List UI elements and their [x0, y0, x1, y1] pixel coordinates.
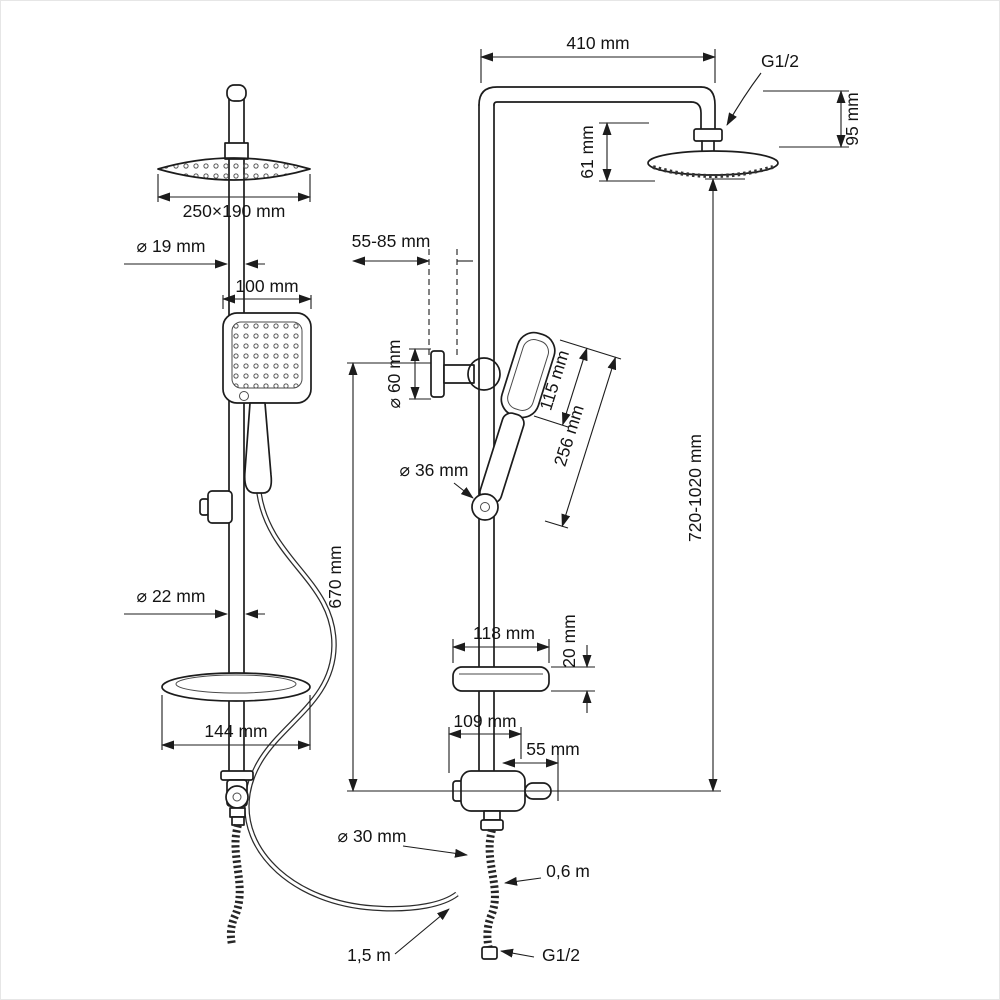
label-thread-bottom: G1/2: [542, 945, 580, 965]
label-riser-lower-diameter: ⌀ 22 mm: [137, 586, 206, 606]
dim-head-drop: 61 mm: [577, 122, 655, 182]
label-thread-top-group: G1/2: [726, 51, 799, 126]
slider-holder-front: [199, 490, 233, 524]
shelf-side: [452, 666, 550, 692]
label-mixer-depth: 109 mm: [453, 711, 516, 731]
dim-arm-length: 410 mm: [480, 33, 716, 83]
front-view: 250×190 mm ⌀ 19 mm 100 mm ⌀ 22 mm 144 mm: [124, 84, 459, 946]
dim-shelf-width: 144 mm: [161, 695, 311, 750]
dim-shelf-depth: 118 mm: [452, 623, 550, 663]
label-wall-offset: 55-85 mm: [352, 231, 431, 251]
shelf-front: [161, 672, 311, 702]
dim-holder-diameter: ⌀ 36 mm: [400, 460, 474, 499]
label-overhead-size: 250×190 mm: [183, 201, 286, 221]
dim-head-height: 95 mm: [763, 90, 862, 148]
dim-shelf-thickness: 20 mm: [551, 614, 595, 713]
dim-overhead-size: 250×190 mm: [157, 174, 311, 221]
hand-shower-front: [222, 312, 312, 494]
label-head-height: 95 mm: [842, 92, 862, 145]
hand-shower-hose-side: [481, 828, 499, 960]
dim-mixer-diameter: ⌀ 30 mm: [338, 826, 468, 858]
label-riser-diameter: ⌀ 19 mm: [137, 236, 206, 256]
hand-shower-holder-pivot: [471, 493, 499, 521]
label-shelf-thickness: 20 mm: [559, 614, 579, 667]
mixer-hose-front: [226, 823, 244, 946]
label-head-drop: 61 mm: [577, 125, 597, 178]
riser-pipe-front: [226, 84, 247, 772]
overhead-shower-side: [647, 128, 779, 178]
dim-bracket-diameter: ⌀ 60 mm: [384, 340, 431, 409]
dim-lower-height: 670 mm: [325, 362, 431, 792]
dim-handshower-width: 100 mm: [222, 276, 312, 309]
dim-column-height: 720-1020 mm: [347, 178, 745, 792]
hose-loop-1-5m: [244, 492, 459, 912]
dim-riser-lower-diameter: ⌀ 22 mm: [124, 586, 265, 619]
dim-mixer-offset: 55 mm: [502, 739, 580, 801]
mixer-side: [452, 770, 552, 831]
dim-wall-offset: 55-85 mm: [352, 231, 473, 356]
label-hose-short-group: 0,6 m: [504, 861, 590, 886]
label-handshower-width: 100 mm: [235, 276, 298, 296]
label-thread-bottom-group: G1/2: [500, 945, 580, 965]
label-hose-long-group: 1,5 m: [347, 908, 450, 965]
riser-pipe-side: [478, 86, 716, 772]
label-bracket-diameter: ⌀ 60 mm: [384, 340, 404, 409]
label-holder-diameter: ⌀ 36 mm: [400, 460, 469, 480]
label-hose-short: 0,6 m: [546, 861, 590, 881]
label-handshower-length: 256 mm: [550, 402, 588, 468]
label-hose-long: 1,5 m: [347, 945, 391, 965]
label-shelf-depth: 118 mm: [473, 623, 535, 643]
dim-riser-diameter: ⌀ 19 mm: [124, 236, 265, 269]
label-lower-height: 670 mm: [325, 545, 345, 608]
label-arm-length: 410 mm: [566, 33, 629, 53]
label-column-height: 720-1020 mm: [685, 434, 705, 542]
label-mixer-offset: 55 mm: [526, 739, 579, 759]
label-mixer-diameter: ⌀ 30 mm: [338, 826, 407, 846]
dim-mixer-depth: 109 mm: [448, 711, 522, 773]
wall-bracket-side: [430, 350, 501, 398]
label-shelf-width: 144 mm: [204, 721, 267, 741]
label-thread-top: G1/2: [761, 51, 799, 71]
overhead-shower-front: [157, 142, 311, 181]
side-view: 410 mm G1/2 95 mm 61 mm 55-85 mm: [325, 33, 862, 965]
hand-shower-side: [479, 331, 556, 504]
